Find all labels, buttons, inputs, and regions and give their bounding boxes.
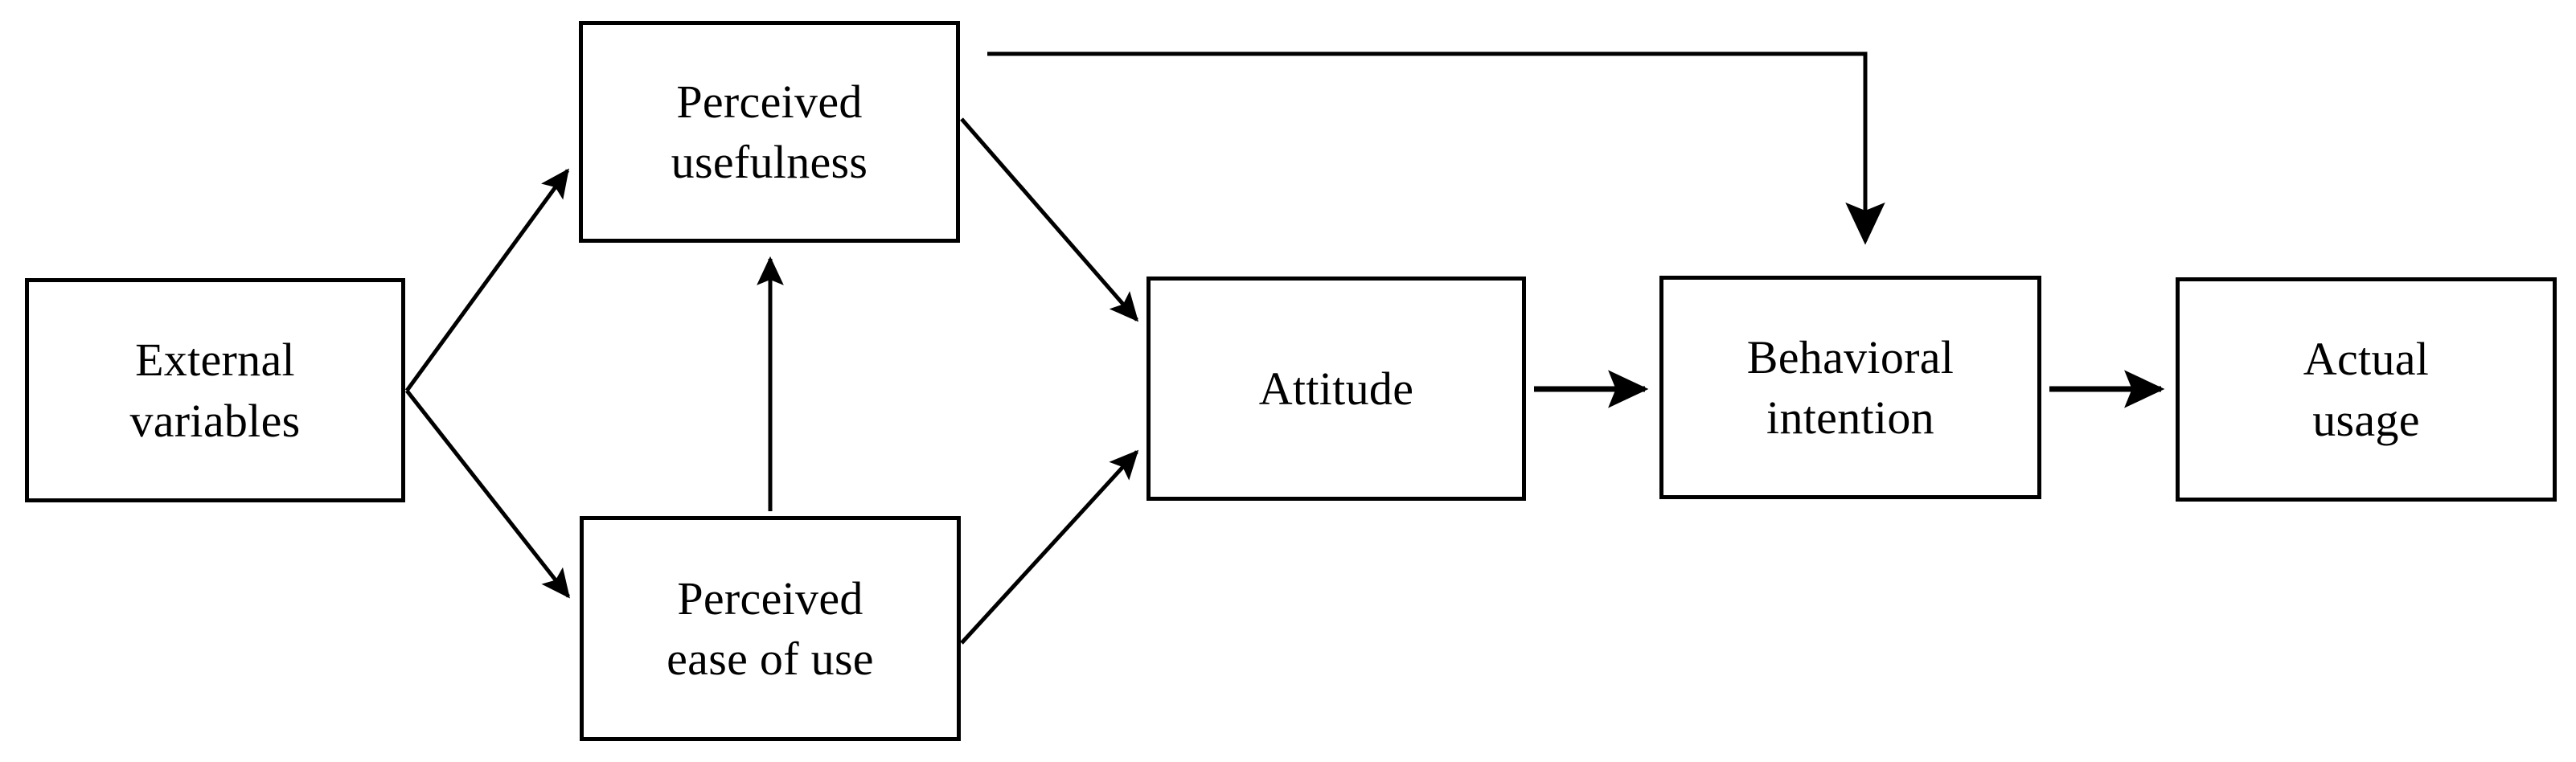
edge-usefulness-to-attitude (960, 117, 1139, 322)
node-actual-usage[interactable]: Actual usage (2176, 277, 2557, 502)
edge-external-to-usefulness (404, 168, 570, 392)
node-actual-usage-label: Actual usage (2303, 333, 2430, 446)
node-perceived-ease-of-use[interactable]: Perceived ease of use (580, 516, 961, 741)
node-attitude-label: Attitude (1258, 362, 1414, 415)
node-perceived-ease-of-use-label: Perceived ease of use (667, 572, 874, 685)
node-behavioral-intention[interactable]: Behavioral intention (1659, 276, 2041, 499)
edge-usefulness-to-intention (987, 51, 1885, 245)
node-external-variables[interactable]: External variables (25, 278, 405, 502)
node-attitude[interactable]: Attitude (1146, 277, 1526, 501)
node-external-variables-label: External variables (129, 334, 301, 447)
edge-external-to-ease-of-use (405, 389, 570, 599)
edge-ease-of-use-to-attitude (960, 449, 1139, 645)
node-perceived-usefulness-label: Perceived usefulness (671, 75, 868, 188)
node-behavioral-intention-label: Behavioral intention (1746, 330, 1955, 444)
node-perceived-usefulness[interactable]: Perceived usefulness (579, 21, 960, 243)
